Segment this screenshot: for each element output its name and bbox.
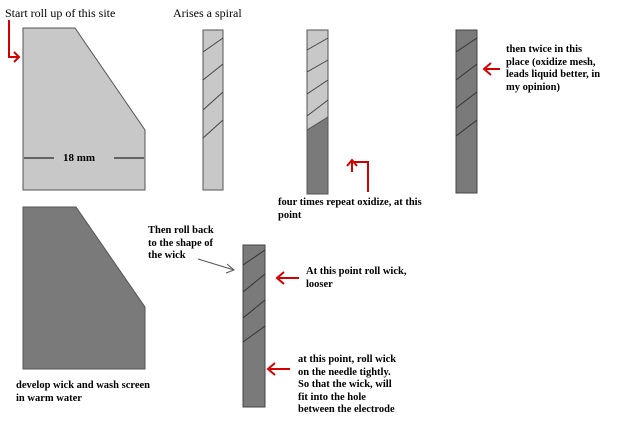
twice-line-3: leads liquid better, in	[506, 69, 601, 80]
roll-tight-label: at this point, roll wick on the needle t…	[298, 354, 396, 417]
roll-back-pointer-icon	[197, 258, 235, 274]
roll-tight-line-2: on the needle tightly.	[298, 366, 391, 378]
spiral-lines-3	[455, 37, 478, 137]
four-times-label: four times repeat oxidize, at this point	[278, 197, 422, 222]
roll-looser-line-1: At this point roll wick,	[306, 266, 407, 277]
spiral-strip-2-outline	[306, 29, 329, 195]
twice-label: then twice in this place (oxidize mesh, …	[506, 44, 600, 94]
wick-strip	[242, 244, 266, 408]
looser-arrow-icon	[275, 271, 299, 285]
roll-looser-line-2: looser	[306, 278, 333, 290]
roll-tight-line-3: So that the wick, will	[298, 379, 392, 390]
roll-looser-label: At this point roll wick, looser	[306, 266, 406, 291]
spiral-strip-2-light	[306, 29, 329, 131]
arises-spiral-label: Arises a spiral	[173, 6, 242, 20]
roll-tight-line-1: at this point, roll wick	[298, 354, 397, 365]
roll-tight-line-5: between the electrode	[298, 404, 395, 415]
roll-tight-line-4: fit into the hole	[298, 391, 366, 403]
spiral-strip-2-dark	[306, 116, 329, 195]
start-roll-label: Start roll up of this site	[5, 6, 116, 20]
four-times-line-1: four times repeat oxidize, at this	[278, 197, 422, 208]
spiral-lines-2	[306, 37, 329, 117]
twice-line-1: then twice in this	[506, 44, 583, 55]
mesh-shape-dark	[22, 206, 146, 370]
four-times-arrow-icon	[346, 158, 369, 192]
spiral-strip-3	[455, 29, 478, 194]
twice-line-4: my opinion)	[506, 81, 560, 93]
spiral-lines-1	[202, 37, 224, 139]
four-times-line-2: point	[278, 209, 302, 221]
twice-arrow-icon	[482, 62, 500, 76]
develop-line-1: develop wick and wash screen	[16, 380, 150, 391]
roll-back-line-3: the wick	[148, 250, 186, 261]
develop-line-2: in warm water	[16, 392, 82, 404]
start-arrow-icon	[8, 20, 21, 63]
twice-line-2: place (oxidize mesh,	[506, 56, 596, 68]
measure-label: 18 mm	[63, 152, 96, 164]
roll-back-line-2: to the shape of	[148, 237, 214, 249]
roll-back-label: Then roll back to the shape of the wick	[148, 225, 214, 263]
spiral-strip-1	[202, 29, 224, 191]
mesh-shape-light	[22, 27, 146, 191]
develop-label: develop wick and wash screen in warm wat…	[16, 380, 150, 405]
wick-spiral-lines	[242, 249, 266, 343]
tight-arrow-icon	[266, 362, 290, 376]
roll-back-line-1: Then roll back	[148, 225, 214, 236]
